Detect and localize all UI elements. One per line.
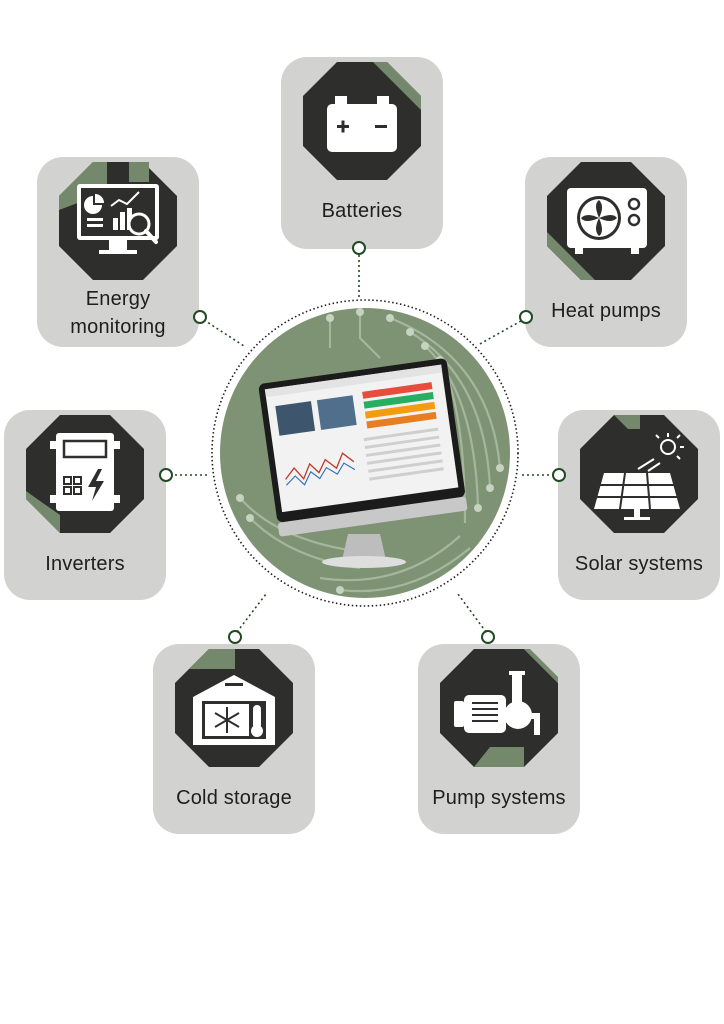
node-card-pump-systems[interactable]: Pump systems bbox=[418, 644, 580, 834]
node-label-batteries: Batteries bbox=[321, 200, 403, 222]
battery-icon bbox=[303, 62, 421, 180]
connector-dot-cold-storage bbox=[228, 630, 242, 644]
node-card-inverters[interactable]: Inverters bbox=[4, 410, 166, 600]
connector-dot-inverters bbox=[159, 468, 173, 482]
node-label-pump-systems: Pump systems bbox=[432, 787, 566, 809]
node-label-inverters: Inverters bbox=[45, 553, 125, 575]
node-card-batteries[interactable]: Batteries bbox=[281, 57, 443, 249]
node-card-energy-monitoring[interactable]: Energy monitoring bbox=[37, 157, 199, 347]
connector-dot-energy-monitoring bbox=[193, 310, 207, 324]
node-label-solar-systems: Solar systems bbox=[574, 553, 704, 575]
node-label-cold-storage: Cold storage bbox=[176, 787, 292, 809]
connector-dot-heat-pumps bbox=[519, 310, 533, 324]
node-card-solar-systems[interactable]: Solar systems bbox=[558, 410, 720, 600]
connector-dot-solar-systems bbox=[552, 468, 566, 482]
node-label-heat-pumps: Heat pumps bbox=[551, 300, 661, 322]
node-card-heat-pumps[interactable]: Heat pumps bbox=[525, 157, 687, 347]
inverter-icon bbox=[26, 415, 144, 533]
hub-monitor bbox=[211, 299, 519, 607]
connector-dot-batteries bbox=[352, 241, 366, 255]
water-pump-icon bbox=[440, 649, 558, 767]
cold-storage-icon bbox=[175, 649, 293, 767]
connector-dot-pump-systems bbox=[481, 630, 495, 644]
node-card-cold-storage[interactable]: Cold storage bbox=[153, 644, 315, 834]
node-label-energy-monitoring-line1: Energy bbox=[85, 288, 151, 310]
heat-pump-icon bbox=[547, 162, 665, 280]
node-label-energy-monitoring-line2: monitoring bbox=[70, 316, 166, 338]
solar-panel-icon bbox=[580, 415, 698, 533]
monitoring-dashboard-icon bbox=[59, 162, 177, 280]
node-label-energy-monitoring: Energy monitoring bbox=[37, 285, 199, 341]
